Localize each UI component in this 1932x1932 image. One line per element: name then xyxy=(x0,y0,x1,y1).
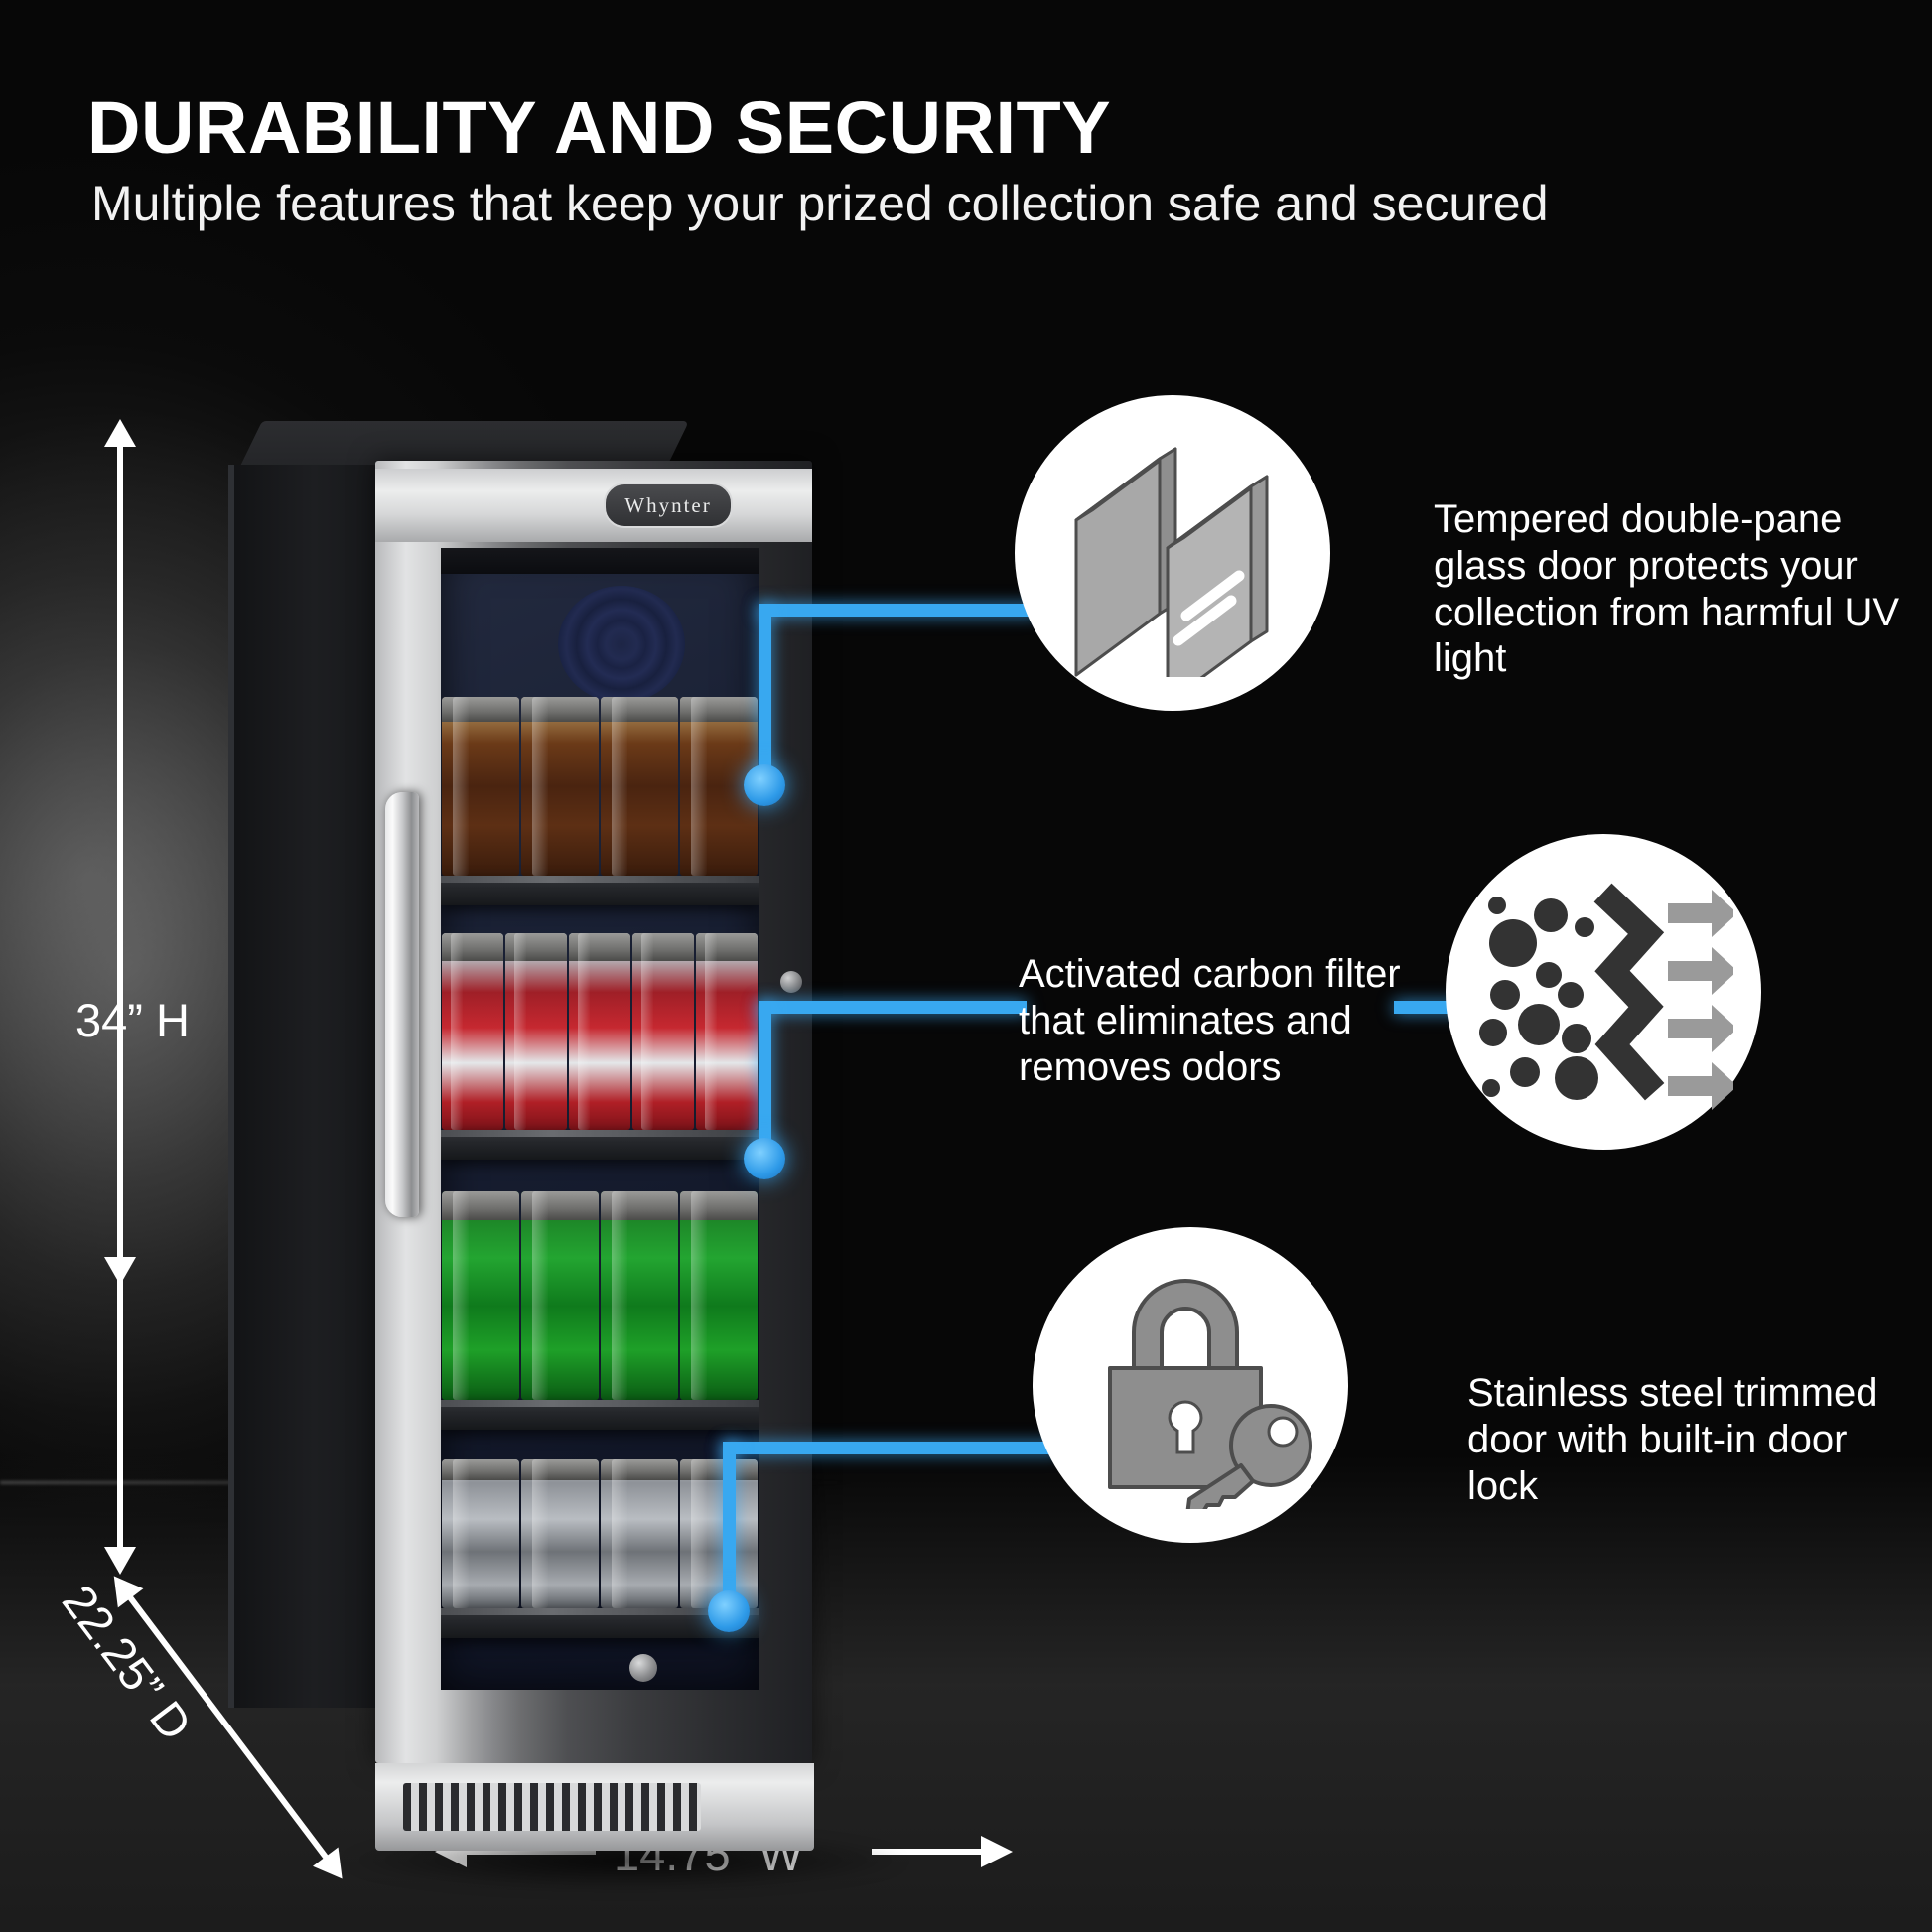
page-subtitle: Multiple features that keep your prized … xyxy=(91,176,1549,231)
beverage-can xyxy=(696,933,758,1130)
connector-node-lock xyxy=(708,1590,750,1632)
connector-node-filter xyxy=(744,1138,785,1179)
beverage-can xyxy=(601,1459,678,1608)
door-top-trim xyxy=(375,469,812,542)
beverage-can xyxy=(601,1191,678,1400)
shelf-3 xyxy=(441,1400,759,1430)
beverage-can xyxy=(569,933,630,1130)
feature-icon-circle-glass xyxy=(1015,395,1330,711)
feature-text-filter: Activated carbon filter that eliminates … xyxy=(1019,952,1401,1089)
can-top xyxy=(696,933,758,961)
front-vent-panel xyxy=(375,1763,814,1851)
beverage-can xyxy=(442,933,503,1130)
filter-zigzag xyxy=(1593,883,1665,1101)
hinge-screw xyxy=(780,971,802,993)
shelf-row-4 xyxy=(441,1459,759,1608)
shelf-1 xyxy=(441,876,759,905)
can-top xyxy=(442,1191,519,1221)
can-top xyxy=(601,1191,678,1221)
connector-line-glass-v xyxy=(759,604,771,792)
can-top xyxy=(680,1191,758,1221)
connector-line-lock-v xyxy=(723,1442,736,1616)
shelf-lip xyxy=(441,1400,759,1407)
can-top xyxy=(632,933,694,961)
shelf-lip xyxy=(441,1130,759,1137)
beverage-can xyxy=(442,697,519,876)
feature-icon-circle-filter xyxy=(1446,834,1761,1150)
can-top xyxy=(521,1459,599,1480)
beverage-can xyxy=(632,933,694,1130)
beverage-can xyxy=(521,697,599,876)
carbon-filter-icon xyxy=(1479,883,1733,1110)
beverage-can xyxy=(521,1459,599,1608)
door-handle[interactable] xyxy=(385,792,419,1217)
brand-badge: Whynter xyxy=(604,483,733,528)
padlock-key-icon xyxy=(1108,1279,1312,1509)
shelf-4 xyxy=(441,1608,759,1638)
vent-grille xyxy=(403,1783,701,1831)
height-dimension-label: 34” H xyxy=(75,994,190,1046)
double-pane-glass-icon xyxy=(1074,447,1269,677)
page-title: DURABILITY AND SECURITY xyxy=(87,86,1112,169)
can-top xyxy=(442,697,519,723)
padlock-keyhole xyxy=(1168,1400,1203,1454)
key-bow-hole xyxy=(1267,1416,1299,1448)
connector-line-lock-h xyxy=(723,1442,1060,1454)
width-arrow-right xyxy=(872,1836,1013,1867)
beverage-can xyxy=(505,933,567,1130)
product-image: Whynter xyxy=(228,421,963,1890)
brand-badge-label: Whynter xyxy=(624,492,712,517)
height-arrow-lower xyxy=(104,1112,136,1575)
can-top xyxy=(442,933,503,961)
shelf-lip xyxy=(441,1608,759,1615)
beverage-can xyxy=(680,697,758,876)
beverage-can xyxy=(680,1191,758,1400)
can-top xyxy=(521,1191,599,1221)
can-top xyxy=(521,697,599,723)
can-top xyxy=(442,1459,519,1480)
door-lock-cylinder[interactable] xyxy=(629,1654,657,1682)
glass-door-interior xyxy=(441,548,759,1690)
can-top xyxy=(569,933,630,961)
connector-line-filter-h xyxy=(759,1001,1027,1014)
connector-line-glass-h xyxy=(759,604,1038,617)
feature-text-glass: Tempered double-pane glass door protects… xyxy=(1434,497,1900,681)
can-top xyxy=(505,933,567,961)
shelf-lip xyxy=(441,876,759,883)
beverage-can xyxy=(680,1459,758,1608)
shelf-row-1 xyxy=(441,697,759,876)
beverage-can xyxy=(521,1191,599,1400)
connector-node-glass xyxy=(744,764,785,806)
feature-icon-circle-lock xyxy=(1033,1227,1348,1543)
shelf-row-3 xyxy=(441,1191,759,1400)
beverage-can xyxy=(601,697,678,876)
padlock-shackle xyxy=(1132,1279,1239,1374)
beverage-can xyxy=(442,1191,519,1400)
beverage-can xyxy=(442,1459,519,1608)
cabinet-side-edge xyxy=(228,465,234,1708)
connector-line-filter-v xyxy=(759,1001,771,1164)
odor-particles xyxy=(1479,897,1598,1100)
can-top xyxy=(680,1459,758,1480)
feature-text-lock: Stainless steel trimmed door with built-… xyxy=(1467,1371,1878,1508)
can-top xyxy=(601,697,678,723)
can-top xyxy=(680,697,758,723)
interior-fan-grille xyxy=(558,586,685,703)
clean-air-arrows xyxy=(1668,890,1733,1110)
interior-ceiling xyxy=(441,548,759,574)
shelf-row-2 xyxy=(441,933,759,1130)
can-top xyxy=(601,1459,678,1480)
shelf-2 xyxy=(441,1130,759,1160)
